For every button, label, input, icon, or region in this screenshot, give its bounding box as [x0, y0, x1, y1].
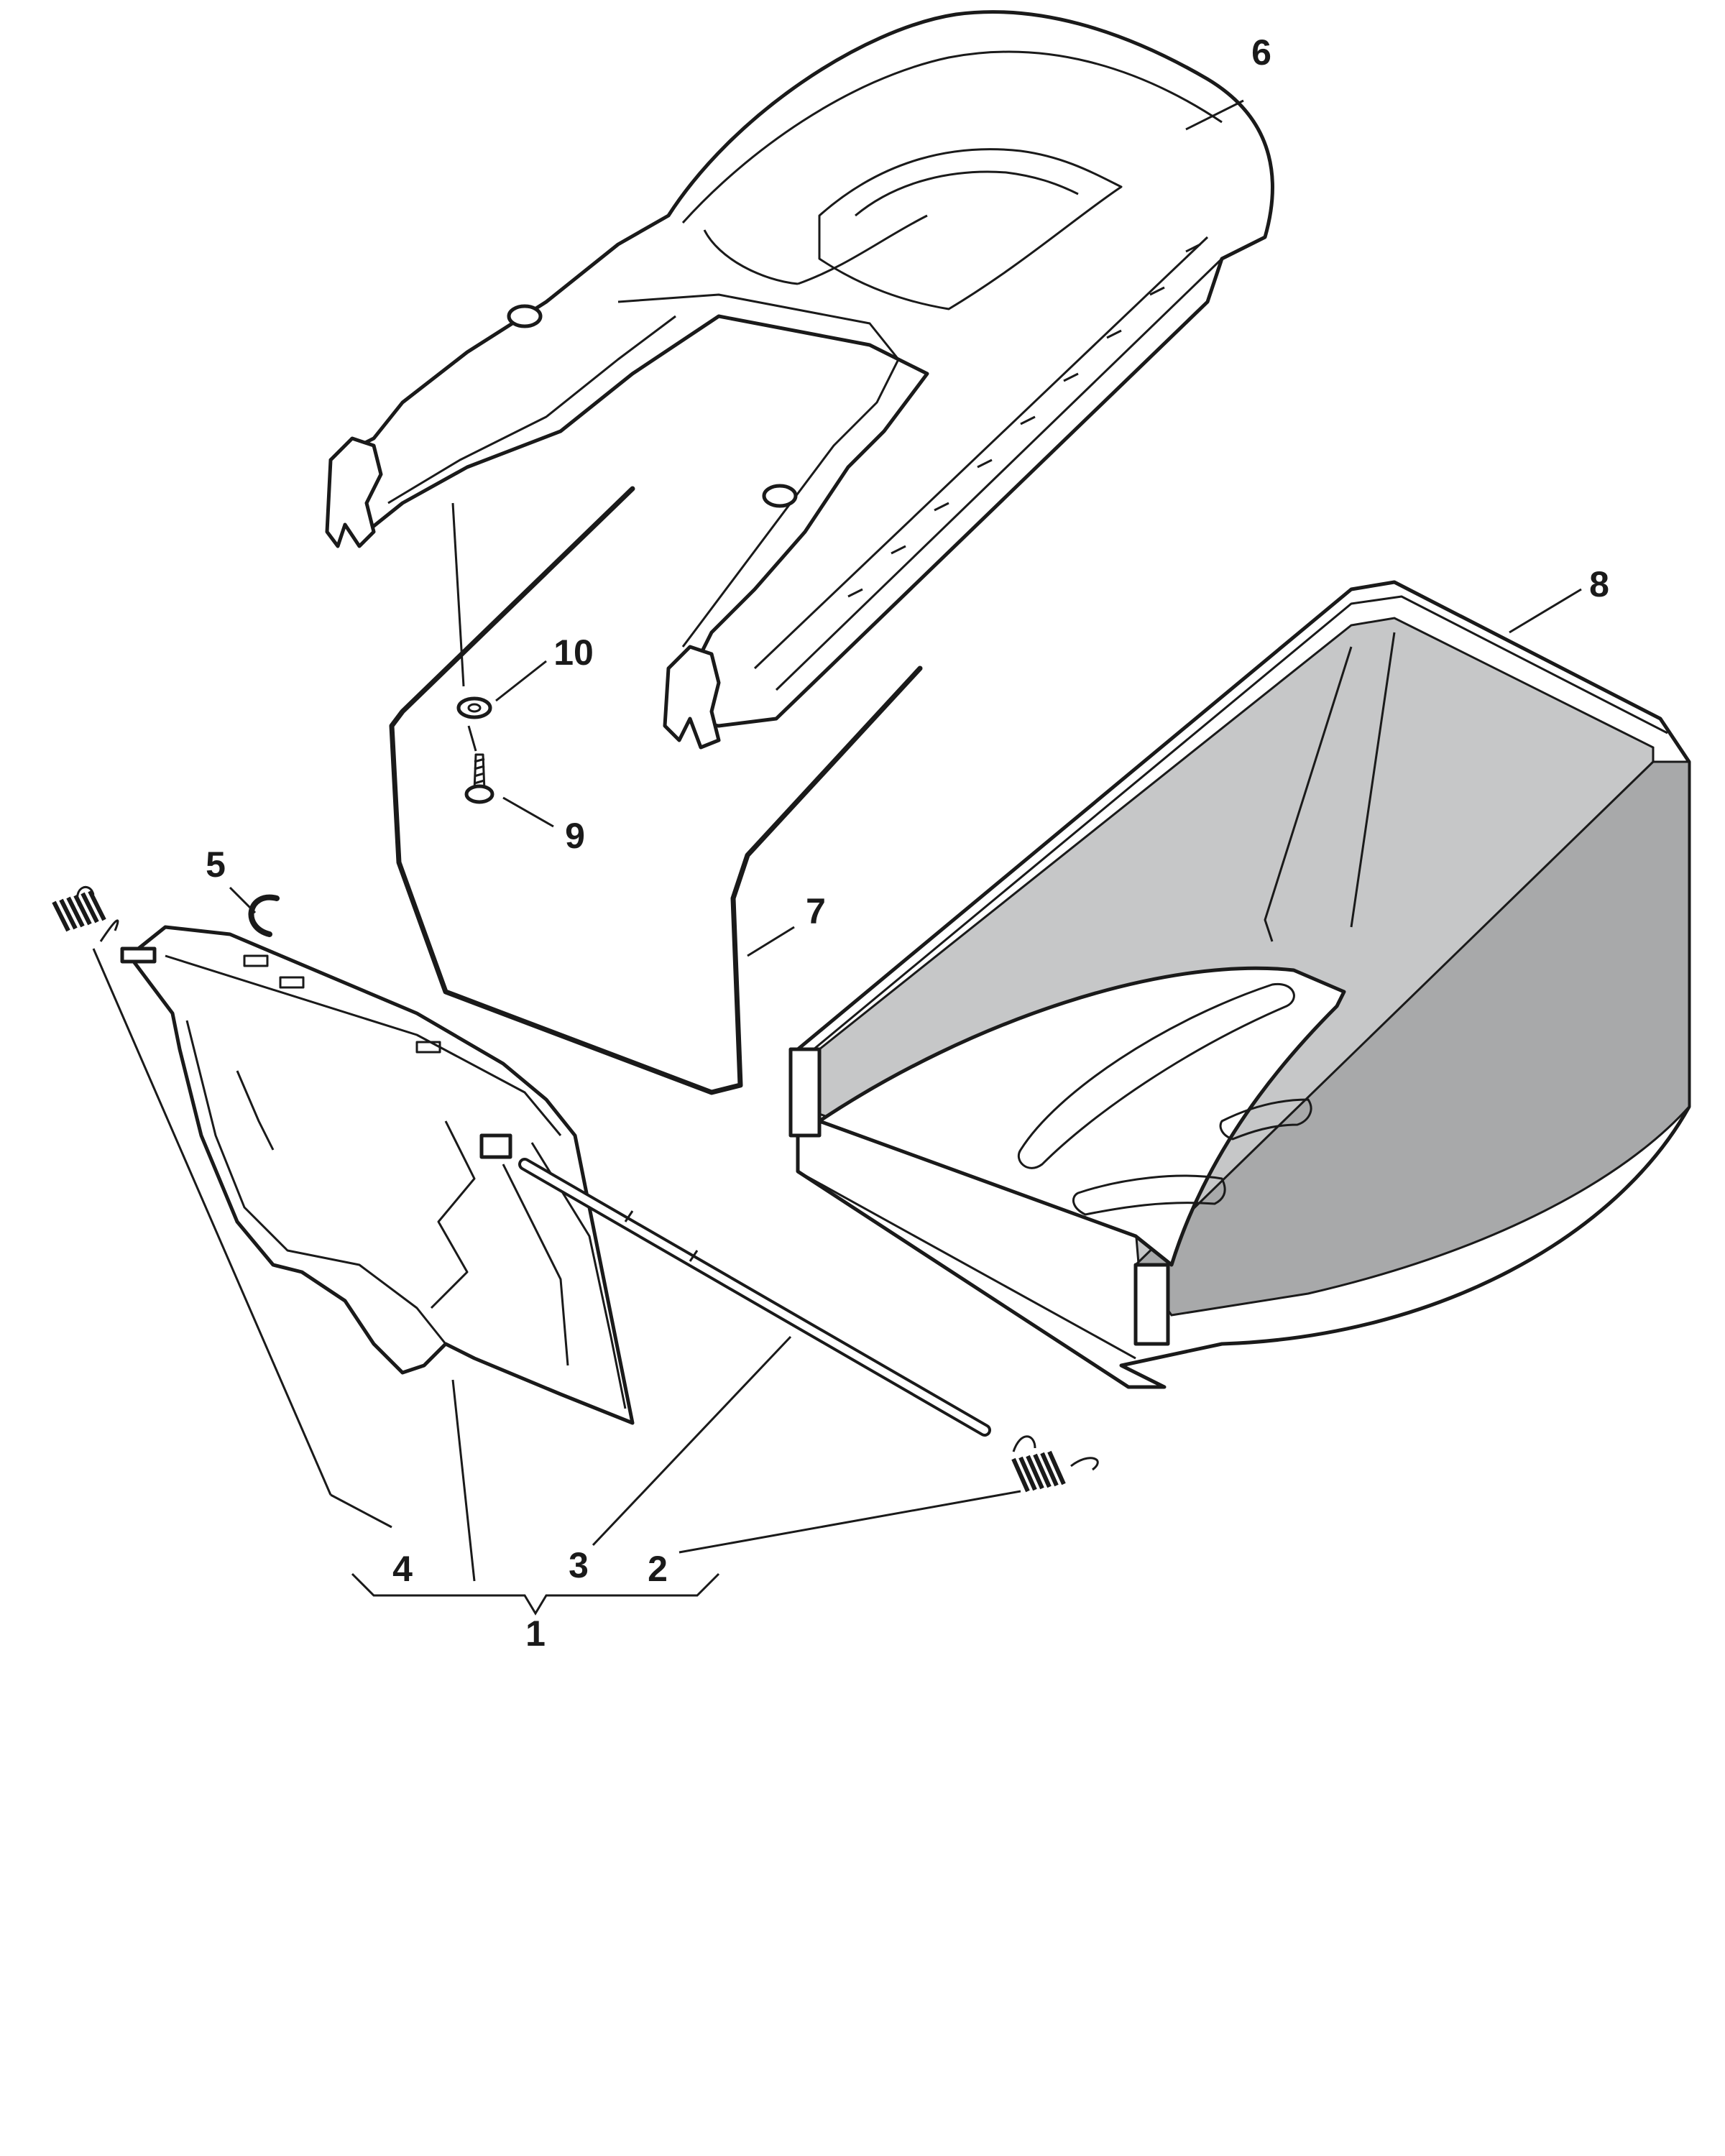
left-spring-icon — [52, 885, 119, 942]
callout-1: 1 — [525, 1613, 546, 1654]
callout-10: 10 — [553, 632, 594, 673]
rear-flap — [120, 925, 635, 1425]
callout-5: 5 — [206, 844, 226, 885]
grass-bag — [788, 580, 1691, 1389]
callouts: 1 2 3 4 5 6 7 8 9 10 — [206, 32, 1609, 1654]
callout-9: 9 — [565, 816, 585, 856]
callout-2: 2 — [648, 1549, 668, 1589]
bag-side-panel — [1134, 760, 1690, 1317]
hinge-rod — [518, 1158, 991, 1437]
group-bracket — [351, 1572, 720, 1616]
clip-icon — [248, 894, 280, 937]
washer-icon — [456, 696, 492, 719]
wire-frame — [389, 486, 923, 1095]
leader-lines — [92, 99, 1582, 1582]
callout-3: 3 — [569, 1545, 589, 1585]
right-spring-icon — [1011, 1435, 1099, 1493]
callout-6: 6 — [1251, 32, 1271, 73]
hood-cover — [325, 10, 1274, 750]
screw-icon — [464, 753, 494, 804]
callout-4: 4 — [392, 1549, 413, 1589]
callout-7: 7 — [806, 891, 826, 931]
callout-8: 8 — [1589, 564, 1609, 604]
